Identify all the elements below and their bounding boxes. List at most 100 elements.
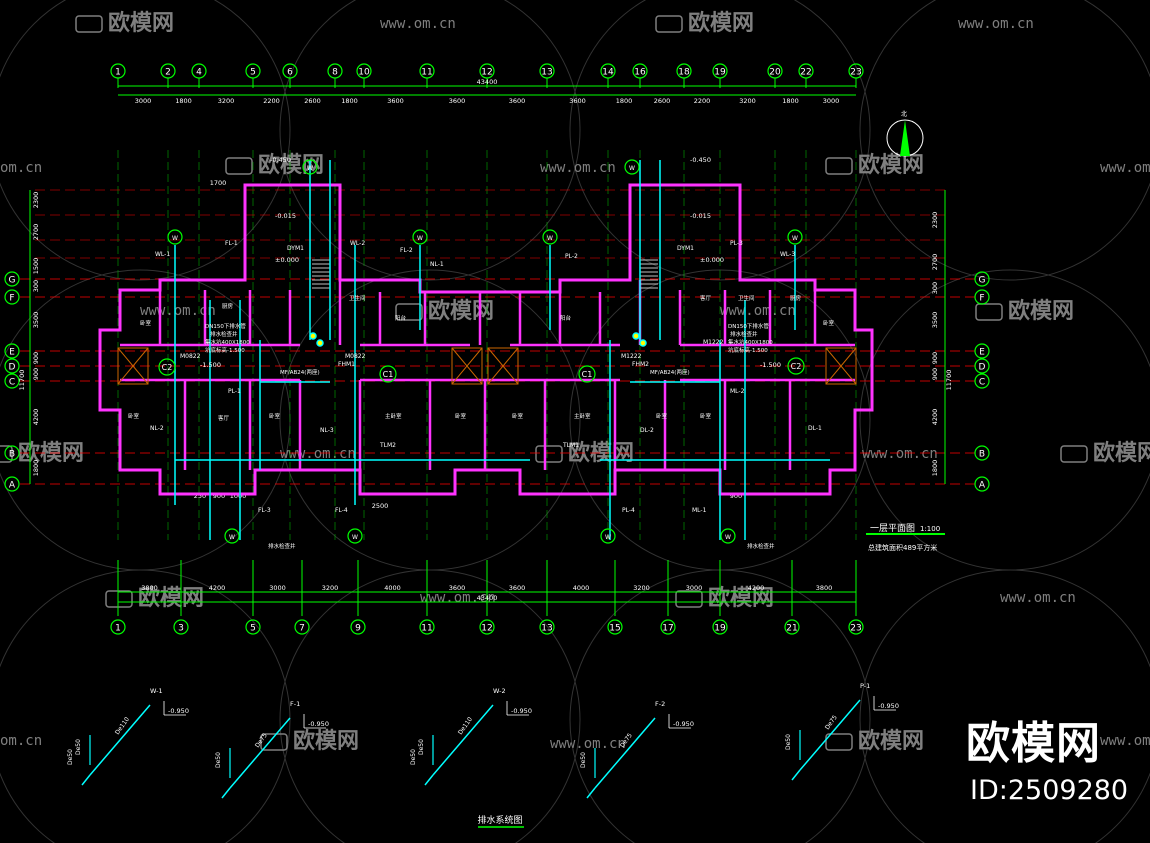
axis-left-circle <box>4 476 20 492</box>
room-name: 卫生间 <box>349 294 366 302</box>
watermark-circle <box>859 569 1150 843</box>
iso-dn-b: De50 <box>785 734 792 750</box>
pipe-label: PL-2 <box>565 253 578 260</box>
dim-right-total: 11700 <box>945 370 953 391</box>
grid-circle <box>578 365 596 383</box>
room-name: 卧室 <box>823 319 835 327</box>
axis-top-circle <box>539 63 555 79</box>
watermark-url: www.om.cn <box>1000 590 1076 606</box>
pipe-label: FL-4 <box>335 507 348 514</box>
pipe-label: WL-2 <box>350 240 365 247</box>
iso-pipe-main <box>432 704 494 776</box>
dim-bottom-value: 3800 <box>141 584 158 592</box>
dim-right-value: 2700 <box>931 254 939 271</box>
iso-title: 排水系统图 <box>477 814 522 826</box>
dim-top-value: 3000 <box>135 97 152 105</box>
watermark-url: www.om.cn <box>720 303 796 319</box>
axis-right-circle <box>974 271 990 287</box>
watermark-url: www.om.cn <box>1100 733 1150 749</box>
dim-left-value: 1800 <box>32 460 40 477</box>
dim-top-value: 2600 <box>304 97 321 105</box>
axis-left-circle <box>4 271 20 287</box>
axis-right-label: D <box>979 363 986 373</box>
outlet-label: 排水检查井 <box>268 542 296 550</box>
axis-bottom-circle <box>660 619 676 635</box>
axis-bottom-label: 11 <box>421 624 432 634</box>
elevation-label: -0.450 <box>270 156 291 164</box>
pipe-bubble <box>542 229 558 245</box>
pipe-label: ML-2 <box>730 388 745 395</box>
axis-top-circle <box>245 63 261 79</box>
sofa-icon <box>225 157 253 175</box>
note-text: 坑底标高-1.500 <box>205 346 245 354</box>
iso-dn-b: De50 <box>75 739 82 755</box>
axis-top-label: 8 <box>332 68 338 78</box>
watermark-url: www.om.cn <box>958 16 1034 32</box>
iso-pipe-main <box>594 717 656 789</box>
dim-left-value: 900 <box>32 352 40 364</box>
plan-scale: 1:100 <box>920 525 940 533</box>
elevation-label: ±0.000 <box>700 256 724 264</box>
dim-bottom-value: 4200 <box>748 584 765 592</box>
iso-pipe-main <box>89 704 151 776</box>
watermark-brand: 欧模网 <box>858 728 924 754</box>
axis-top-label: 11 <box>421 68 432 78</box>
door-label: TLM2 <box>379 442 396 449</box>
axis-top-label: 4 <box>196 68 202 78</box>
axis-top-circle <box>712 63 728 79</box>
door-label: M1222 <box>621 353 642 360</box>
room-name: 客厅 <box>700 294 712 302</box>
pipe-bubble-label: W <box>417 235 423 242</box>
axis-top-circle <box>676 63 692 79</box>
dim-right-value: 4200 <box>931 409 939 426</box>
watermark-brand: 欧模网 <box>138 585 204 611</box>
axis-top-circle <box>419 63 435 79</box>
axis-bottom-circle <box>848 619 864 635</box>
dim-right-value: 900 <box>931 352 939 364</box>
axis-top-circle <box>767 63 783 79</box>
room-name: 卧室 <box>128 412 140 420</box>
axis-right-label: G <box>979 276 986 286</box>
iso-dn-b: De50 <box>418 739 425 755</box>
iso-pipe-label: W-1 <box>150 687 163 695</box>
iso-dn-a: De110 <box>114 716 131 736</box>
watermark-circle <box>859 0 1150 281</box>
axis-top-circle <box>600 63 616 79</box>
room-name: 阳台 <box>395 314 407 322</box>
pipe-label: ML-1 <box>692 507 707 514</box>
grid-circle-label: C2 <box>162 363 173 372</box>
room-name: 客厅 <box>218 414 230 422</box>
balcony-block <box>451 347 483 385</box>
axis-right-circle <box>974 343 990 359</box>
pipe-bubble <box>167 229 183 245</box>
door-label: M1222 <box>703 339 724 346</box>
iso-dn-a: De75 <box>619 732 634 749</box>
iso-pipe-label: F-2 <box>655 700 665 708</box>
dim-right-value: 900 <box>931 368 939 380</box>
room-name: 卧室 <box>700 412 712 420</box>
sofa-icon <box>675 590 703 608</box>
dim-top-value: 1800 <box>341 97 358 105</box>
sofa-icon <box>825 733 853 751</box>
door-label: M0822 <box>345 353 366 360</box>
iso-elevation: -0.950 <box>308 720 329 728</box>
axis-top-circle <box>160 63 176 79</box>
pipe-bubble <box>412 229 428 245</box>
watermark-circle <box>279 569 581 843</box>
dim-top-value: 2600 <box>654 97 671 105</box>
axis-top-label: 14 <box>602 68 614 78</box>
axis-right-circle <box>974 358 990 374</box>
axis-top-label: 13 <box>541 68 552 78</box>
axis-left-label: G <box>9 276 16 286</box>
room-name: 厨房 <box>790 294 802 302</box>
pipe-label: DL-2 <box>640 427 654 434</box>
axis-bottom-label: 7 <box>299 624 305 634</box>
watermark-brand-large: 欧模网 <box>966 718 1101 769</box>
watermark-url: www.om.cn <box>540 160 616 176</box>
axis-bottom-circle <box>294 619 310 635</box>
dim-left-value: 2700 <box>32 224 40 241</box>
dim-bottom-value: 4000 <box>573 584 590 592</box>
room-name: 卧室 <box>512 412 524 420</box>
note-text: 集水坑400X1800 <box>728 338 773 346</box>
dim-left-value: 3500 <box>32 312 40 329</box>
